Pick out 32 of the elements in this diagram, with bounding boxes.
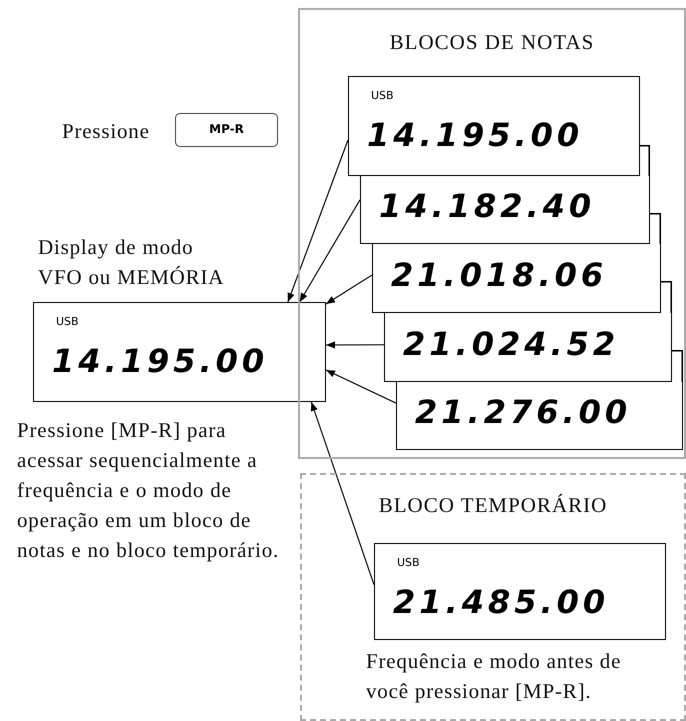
frequency-readout: 21.485.00 [393,584,610,620]
frequency-display [374,543,666,640]
arrow [326,274,372,304]
arrow [287,140,349,302]
instruction-word: Pressione [62,118,151,145]
frequency-display [348,76,640,176]
arrow [299,200,360,302]
frequency-readout: 21.024.52 [403,326,620,362]
mode-indicator: USB [56,315,79,328]
frequency-readout: 14.195.00 [367,117,584,153]
panel-heading: BLOCOS DE NOTAS [390,30,594,55]
caption-text: Frequência e modo antes de você pressionar [MP-R]. [366,648,622,705]
frequency-readout: 21.018.06 [391,256,608,292]
frequency-display [33,302,326,402]
frequency-display [372,244,661,313]
frequency-display [360,176,650,244]
frequency-readout: 21.276.00 [415,394,632,430]
panel-frame [300,473,686,721]
mode-indicator: USB [397,556,420,569]
frequency-display [396,382,683,450]
arrow [326,341,384,349]
frequency-readout: 14.195.00 [52,343,268,379]
key-button: MP-R [175,113,278,147]
arrow [310,402,375,585]
caption-text: Display de modo VFO ou MEMÓRIA [38,234,226,291]
arrow [326,370,396,404]
panel-heading: BLOCO TEMPORÁRIO [378,493,608,518]
frequency-readout: 14.182.40 [379,188,596,224]
panel-frame [298,8,686,459]
mode-indicator: USB [371,89,394,102]
instruction-text: Pressione [MP-R] para acessar sequencialmente a frequência e o modo de operação em um bloco de notas e no bloco temporário. [17,417,280,564]
frequency-display [384,313,672,382]
